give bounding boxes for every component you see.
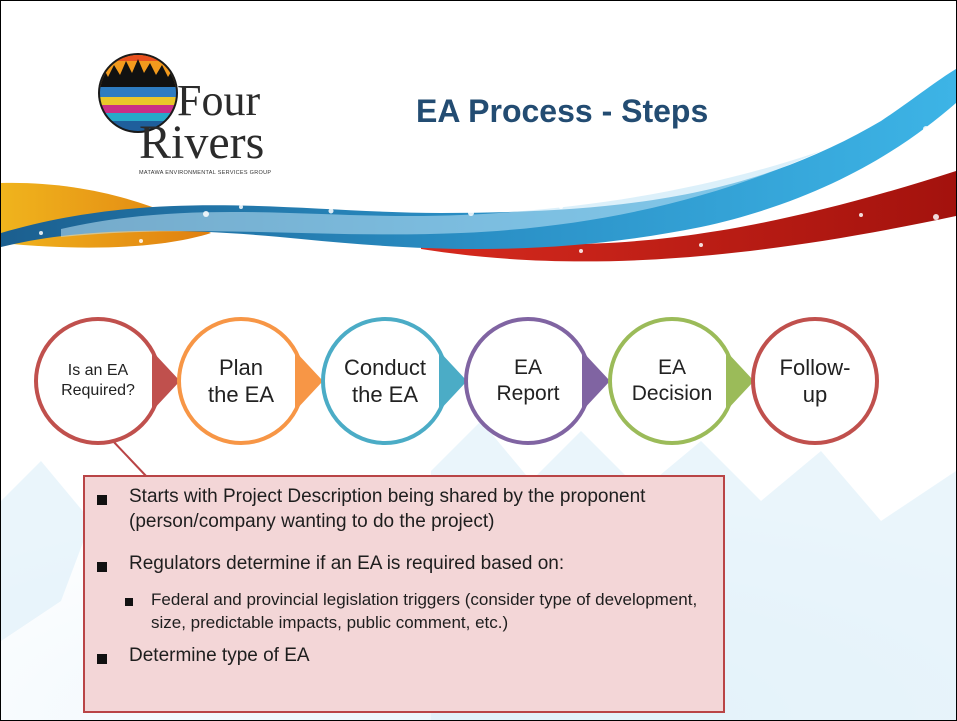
process-step-1: Is an EA Required? xyxy=(34,317,162,445)
process-step-label-line-2: up xyxy=(802,382,828,407)
process-step-label-line-1: EA xyxy=(657,355,686,379)
four-rivers-logo xyxy=(98,53,178,133)
process-step-label-line-2: Required? xyxy=(61,382,135,399)
process-step-label: Follow-up xyxy=(780,354,851,409)
process-step-label-line-2: Report xyxy=(496,382,560,405)
process-step-label-line-1: Plan xyxy=(218,354,264,380)
slide-title: EA Process - Steps xyxy=(416,93,709,129)
process-step-label: EA Report xyxy=(496,355,559,408)
process-step-label-line-2: Decision xyxy=(631,382,713,405)
process-step-label-line-1: EA xyxy=(513,355,542,379)
process-step-4: EA Report xyxy=(464,317,592,445)
chevron-arrow-icon xyxy=(726,351,754,411)
process-step-label-line-2: the EA xyxy=(207,382,275,407)
process-step-5: EA Decision xyxy=(608,317,736,445)
chevron-arrow-icon xyxy=(582,351,610,411)
chevron-arrow-icon xyxy=(439,351,467,411)
process-step-label-line-2: the EA xyxy=(351,382,419,407)
callout-bullet-3: Determine type of EA xyxy=(129,645,310,666)
callout-box: Starts with Project Description being sh… xyxy=(83,475,725,713)
process-step-label-line-1: Follow- xyxy=(779,354,851,380)
process-step-label-line-1: Is an EA xyxy=(67,362,129,379)
process-step-label: Is an EA Required? xyxy=(61,361,135,401)
callout-sub-bullet-1: Federal and provincial legislation trigg… xyxy=(151,590,698,632)
process-step-6: Follow-up xyxy=(751,317,879,445)
bullet-marker xyxy=(97,654,107,664)
callout-bullet-1: Starts with Project Description being sh… xyxy=(129,486,646,532)
chevron-arrow-icon xyxy=(152,351,180,411)
bullet-marker xyxy=(97,562,107,572)
process-step-label-line-1: Conduct xyxy=(344,354,426,380)
logo-word-rivers: Rivers xyxy=(139,116,265,169)
chevron-arrow-icon xyxy=(295,351,323,411)
sub-bullet-marker xyxy=(125,598,133,606)
logo-tagline: MATAWA ENVIRONMENTAL SERVICES GROUP xyxy=(139,170,272,176)
process-step-label: EA Decision xyxy=(632,355,713,408)
logo-word-four: Four xyxy=(177,76,261,125)
bullet-marker xyxy=(97,495,107,505)
callout-bullet-2: Regulators determine if an EA is require… xyxy=(129,553,565,574)
